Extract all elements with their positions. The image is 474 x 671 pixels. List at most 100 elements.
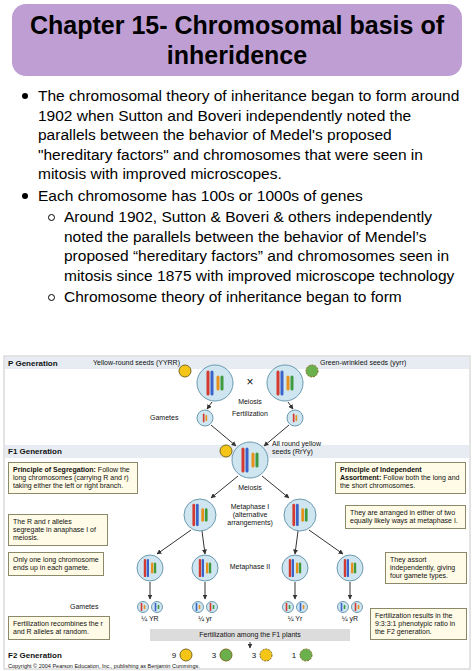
cell — [284, 499, 316, 531]
figure-label: 9 — [170, 651, 178, 660]
chromosome — [281, 372, 284, 394]
seed — [220, 445, 232, 457]
cell — [337, 555, 363, 581]
chromosome — [289, 560, 291, 576]
figure-label: Green-wrinkled seeds (yyrr) — [320, 359, 430, 367]
chromosome — [155, 603, 157, 611]
figure-label: 3 — [250, 651, 258, 660]
chromosome — [211, 372, 214, 394]
chromosome — [277, 372, 280, 394]
fertilization-band — [150, 629, 350, 641]
chromosome — [286, 603, 288, 611]
figure-label: Fertilization among the F1 plants — [150, 631, 350, 639]
callout-box: Fertilization recombines the r and R all… — [8, 616, 110, 640]
figure-label: ¼ Yr — [280, 615, 310, 623]
chromosome — [341, 603, 343, 611]
chromosome — [221, 377, 224, 389]
chromosome — [289, 605, 291, 609]
seed — [180, 649, 192, 661]
chromosome — [303, 605, 305, 609]
gamete — [207, 602, 218, 613]
chromosome — [154, 564, 156, 573]
generation-heading: P Generation — [8, 359, 88, 368]
cell — [137, 555, 163, 581]
callout-box: They are arranged in either of two equal… — [345, 505, 466, 529]
chromosome — [351, 564, 353, 573]
generation-heading: F1 Generation — [8, 447, 88, 456]
figure-label: Copyright © 2004 Pearson Education, Inc.… — [8, 663, 308, 669]
process-arrows — [150, 402, 350, 648]
callout-heading: Principle of Segregation: — [13, 466, 96, 473]
chromosome — [301, 510, 304, 521]
callout-box: They assort independently, giving four g… — [385, 552, 467, 584]
callout-box: Only one long chromosome ends up in each… — [8, 552, 104, 576]
cell — [197, 365, 233, 401]
chromosome — [158, 605, 160, 609]
chromosome — [202, 560, 204, 576]
figure-label: ¼ yr — [190, 615, 220, 623]
cell — [184, 499, 216, 531]
chromosome — [344, 605, 346, 609]
chromosome — [246, 449, 249, 471]
chromosome — [196, 505, 199, 525]
chromosome — [147, 560, 149, 576]
bullet-text: Each chromosome has 100s or 1000s of gen… — [0, 186, 474, 206]
figure-panel — [4, 356, 470, 669]
callout-text: They are arranged in either of two equal… — [350, 509, 458, 524]
chromosome — [209, 564, 211, 573]
chromosome — [358, 605, 360, 609]
gamete — [352, 602, 363, 613]
callout-text: They assort independently, giving four g… — [390, 556, 455, 579]
seed — [306, 365, 318, 377]
bullet-list: The chromosomal theory of inheritance be… — [0, 86, 474, 309]
chromosome — [199, 605, 201, 609]
chromosome — [305, 510, 308, 521]
chromosome — [299, 564, 301, 573]
figure-label: Meiosis — [230, 398, 270, 406]
title-banner: Chapter 15- Chromosomal basis of inherid… — [12, 4, 462, 76]
gamete — [152, 602, 163, 613]
chromosome — [192, 505, 195, 525]
chromosome — [355, 603, 357, 611]
chromosome — [296, 505, 299, 525]
callout-text: Fertilization results in the 9:3:3:1 phe… — [375, 612, 455, 635]
chromosome — [213, 605, 215, 609]
figure-label: Gametes — [70, 603, 110, 611]
chromosome — [144, 605, 146, 609]
figure-label: Metaphase II — [222, 563, 278, 571]
generation-band — [5, 357, 469, 369]
figure-label: 3 — [210, 651, 218, 660]
figure-label: × — [243, 376, 257, 390]
chromosome — [291, 377, 294, 389]
callout-box: Principle of Independent Assortment:Foll… — [335, 462, 466, 494]
chromosome — [144, 560, 146, 576]
cell — [197, 410, 213, 426]
cell — [192, 555, 218, 581]
chromosome — [217, 377, 220, 389]
figure-label: All round yellow seeds (RrYy) — [272, 440, 334, 456]
figure-label: Yellow-round seeds (YYRR) — [92, 359, 180, 367]
seed — [179, 365, 191, 377]
chromosome — [354, 564, 356, 573]
bullet-text: Chromosome theory of inheritance began t… — [0, 287, 474, 307]
chromosome — [292, 560, 294, 576]
chromosome — [344, 560, 346, 576]
chromosome — [242, 449, 245, 471]
chromosome — [210, 603, 212, 611]
cell — [267, 365, 303, 401]
callout-box: Principle of Segregation:Follow the long… — [8, 462, 138, 494]
figure-label: Gametes — [150, 414, 195, 422]
chromosome — [199, 560, 201, 576]
chromosome — [151, 564, 153, 573]
gamete — [283, 602, 294, 613]
generation-heading: F2 Generation — [8, 651, 88, 660]
figure-label: Metaphase I (alternative arrangements) — [222, 503, 278, 527]
chromosome — [287, 377, 290, 389]
callout-box: The R and r alleles segregate in anaphas… — [8, 514, 108, 546]
chromosome — [293, 414, 295, 421]
gamete — [193, 602, 204, 613]
gamete — [297, 602, 308, 613]
figure-label: ¼ yR — [335, 615, 365, 623]
cell — [287, 410, 303, 426]
chromosome — [300, 603, 302, 611]
